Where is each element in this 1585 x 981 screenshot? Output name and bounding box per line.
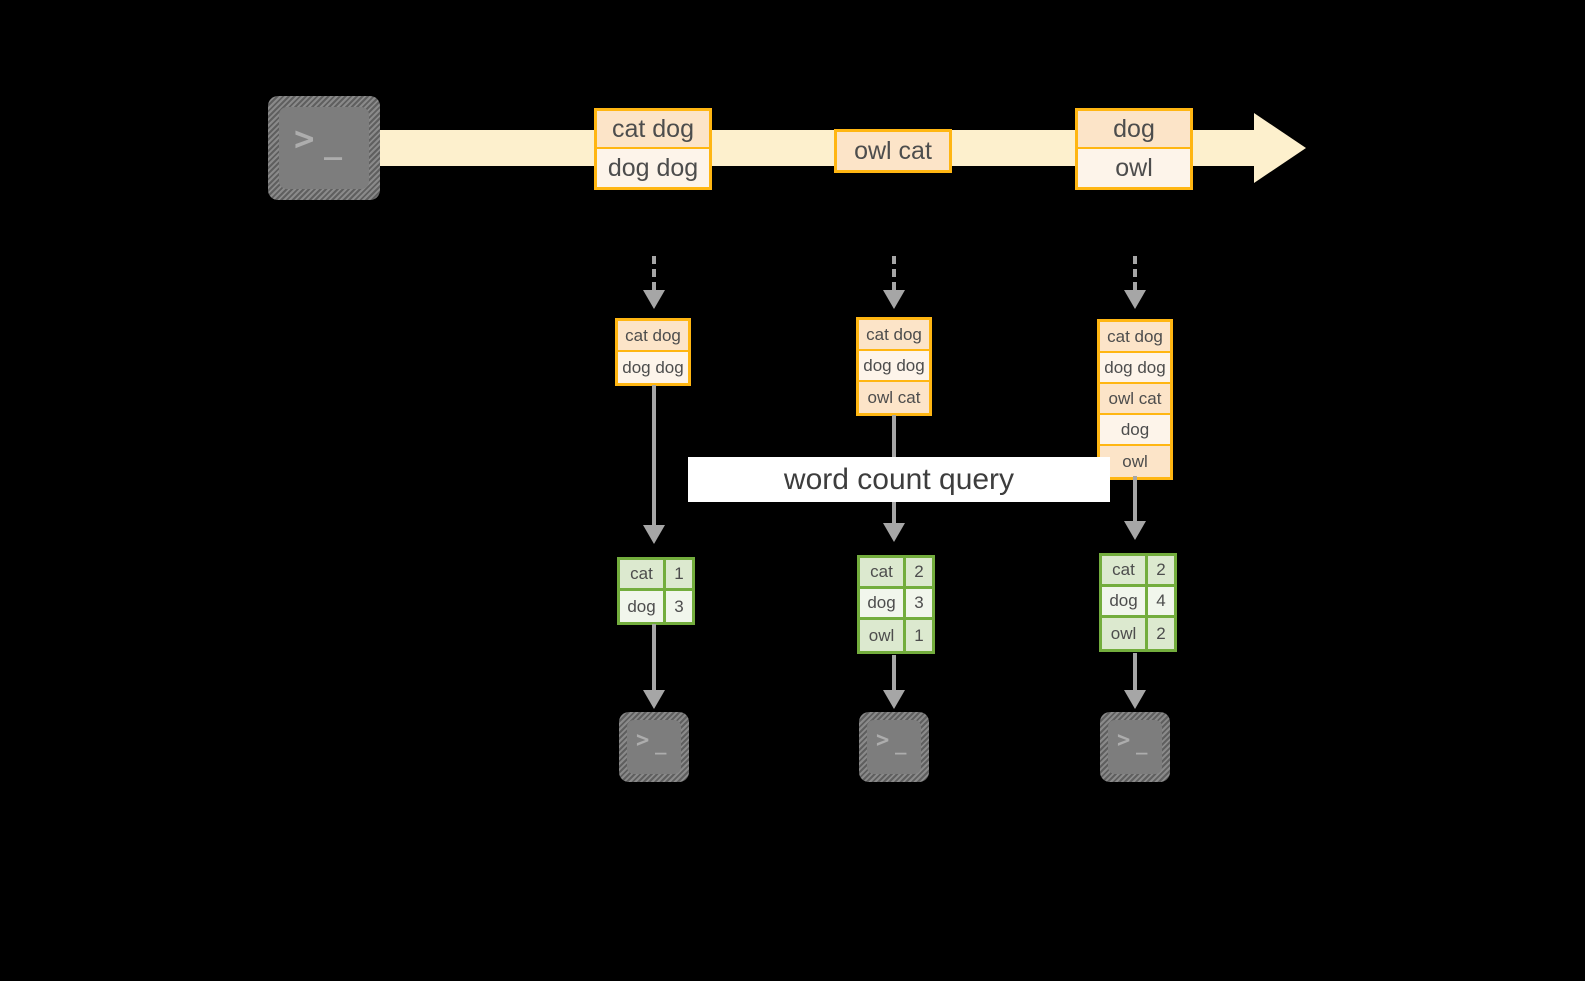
snapshot-buffer-2[interactable]: cat dog dog dog owl cat xyxy=(856,317,932,416)
event-line: owl xyxy=(1078,149,1190,187)
output-flow-line-1 xyxy=(652,624,656,690)
buffer-line: cat dog xyxy=(859,320,929,351)
terminal-screen xyxy=(867,720,921,774)
terminal-prompt-icon: > xyxy=(294,119,315,159)
word-count-result-1[interactable]: cat 1 dog 3 xyxy=(617,557,695,625)
query-flow-arrowhead-1 xyxy=(643,525,665,544)
result-word: owl xyxy=(860,620,906,651)
snapshot-tap-arrowhead-1 xyxy=(643,290,665,309)
consumer-terminal-icon-1[interactable]: > _ xyxy=(619,712,689,782)
query-flow-line-3 xyxy=(1133,476,1137,521)
buffer-line: owl xyxy=(1100,446,1170,477)
snapshot-tap-arrowhead-3 xyxy=(1124,290,1146,309)
result-word: dog xyxy=(860,589,906,617)
result-count: 4 xyxy=(1148,587,1174,615)
event-stream-arrowhead xyxy=(1254,113,1306,183)
table-row: owl 2 xyxy=(1102,618,1174,649)
result-word: cat xyxy=(860,558,906,586)
output-flow-arrowhead-3 xyxy=(1124,690,1146,709)
result-word: owl xyxy=(1102,618,1148,649)
stream-event-2[interactable]: owl cat xyxy=(834,129,952,173)
terminal-screen xyxy=(627,720,681,774)
table-row: cat 2 xyxy=(1102,556,1174,587)
snapshot-buffer-3[interactable]: cat dog dog dog owl cat dog owl xyxy=(1097,319,1173,480)
terminal-prompt-icon: > xyxy=(636,728,650,753)
event-line: dog dog xyxy=(597,149,709,187)
terminal-screen xyxy=(279,107,369,189)
buffer-line: dog dog xyxy=(1100,353,1170,384)
table-row: cat 2 xyxy=(860,558,932,589)
query-banner: word count query xyxy=(688,457,1110,502)
buffer-line: owl cat xyxy=(859,382,929,413)
result-count: 1 xyxy=(906,620,932,651)
output-flow-line-2 xyxy=(892,655,896,690)
terminal-cursor-icon: _ xyxy=(324,126,343,161)
result-word: cat xyxy=(620,560,666,588)
buffer-line: cat dog xyxy=(618,321,688,352)
stream-event-3[interactable]: dog owl xyxy=(1075,108,1193,190)
terminal-cursor-icon: _ xyxy=(655,733,667,755)
buffer-line: dog xyxy=(1100,415,1170,446)
snapshot-tap-line-2 xyxy=(892,256,896,290)
table-row: dog 3 xyxy=(620,591,692,622)
result-count: 1 xyxy=(666,560,692,588)
snapshot-buffer-1[interactable]: cat dog dog dog xyxy=(615,318,691,386)
buffer-line: dog dog xyxy=(859,351,929,382)
buffer-line: cat dog xyxy=(1100,322,1170,353)
query-label: word count query xyxy=(783,462,1015,496)
terminal-cursor-icon: _ xyxy=(895,733,907,755)
consumer-terminal-icon-2[interactable]: > _ xyxy=(859,712,929,782)
result-count: 3 xyxy=(666,591,692,622)
terminal-screen xyxy=(1108,720,1162,774)
result-count: 2 xyxy=(1148,618,1174,649)
output-flow-line-3 xyxy=(1133,653,1137,690)
word-count-result-2[interactable]: cat 2 dog 3 owl 1 xyxy=(857,555,935,654)
result-count: 3 xyxy=(906,589,932,617)
query-flow-line-1 xyxy=(652,385,656,525)
table-row: dog 4 xyxy=(1102,587,1174,618)
event-line: cat dog xyxy=(597,111,709,149)
snapshot-tap-arrowhead-2 xyxy=(883,290,905,309)
snapshot-tap-line-1 xyxy=(652,256,656,290)
result-count: 2 xyxy=(1148,556,1174,584)
producer-terminal-icon[interactable]: > _ xyxy=(268,96,380,200)
query-flow-arrowhead-2 xyxy=(883,523,905,542)
result-count: 2 xyxy=(906,558,932,586)
terminal-prompt-icon: > xyxy=(1117,728,1131,753)
snapshot-tap-line-3 xyxy=(1133,256,1137,290)
event-line: owl cat xyxy=(837,132,949,170)
table-row: owl 1 xyxy=(860,620,932,651)
result-word: cat xyxy=(1102,556,1148,584)
result-word: dog xyxy=(1102,587,1148,615)
terminal-prompt-icon: > xyxy=(876,728,890,753)
table-row: cat 1 xyxy=(620,560,692,591)
stream-event-1[interactable]: cat dog dog dog xyxy=(594,108,712,190)
event-line: dog xyxy=(1078,111,1190,149)
output-flow-arrowhead-1 xyxy=(643,690,665,709)
buffer-line: owl cat xyxy=(1100,384,1170,415)
word-count-result-3[interactable]: cat 2 dog 4 owl 2 xyxy=(1099,553,1177,652)
query-flow-arrowhead-3 xyxy=(1124,521,1146,540)
consumer-terminal-icon-3[interactable]: > _ xyxy=(1100,712,1170,782)
result-word: dog xyxy=(620,591,666,622)
output-flow-arrowhead-2 xyxy=(883,690,905,709)
buffer-line: dog dog xyxy=(618,352,688,383)
terminal-cursor-icon: _ xyxy=(1136,733,1148,755)
table-row: dog 3 xyxy=(860,589,932,620)
